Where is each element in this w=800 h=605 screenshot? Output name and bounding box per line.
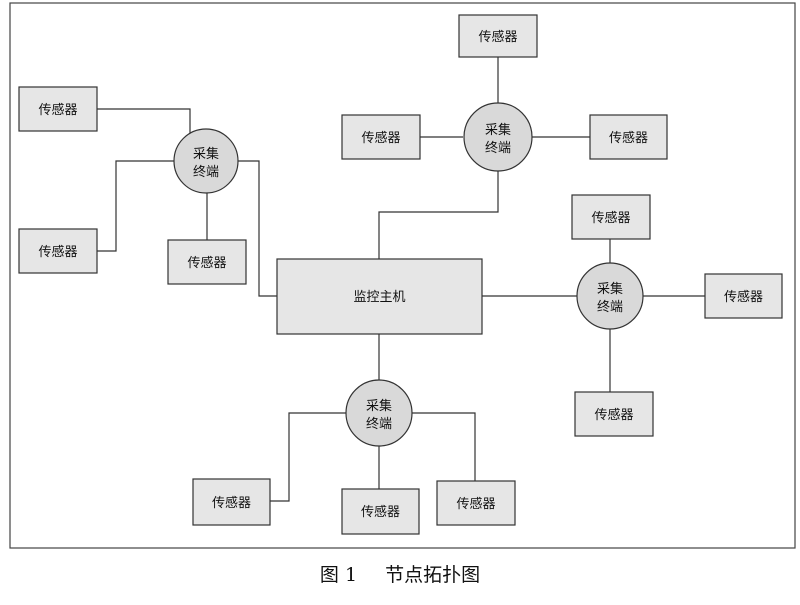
figure-number: 图 1 <box>319 564 358 586</box>
connector <box>411 412 476 481</box>
collection-terminal-left: 采集 终端 <box>173 128 239 194</box>
collection-terminal-top-right: 采集 终端 <box>463 102 533 172</box>
terminal-label: 终端 <box>597 299 623 315</box>
figure-caption: 图 1 节点拓扑图 <box>0 560 800 587</box>
collection-terminal-right: 采集 终端 <box>576 262 644 330</box>
sensor-node: 传感器 <box>341 114 421 160</box>
terminal-label: 采集 <box>597 281 623 297</box>
collection-terminal-bottom: 采集 终端 <box>345 379 413 447</box>
sensor-node: 传感器 <box>436 480 516 526</box>
terminal-label: 终端 <box>193 164 219 180</box>
monitor-host-node: 监控主机 <box>276 258 483 335</box>
connector <box>233 160 277 297</box>
sensor-label: 传感器 <box>591 210 630 226</box>
sensor-label: 传感器 <box>594 407 633 423</box>
sensor-label: 传感器 <box>478 29 517 45</box>
connector <box>97 108 191 140</box>
terminal-label: 采集 <box>193 146 219 162</box>
sensor-label: 传感器 <box>456 496 495 512</box>
sensor-label: 传感器 <box>361 504 400 520</box>
connector <box>97 160 179 252</box>
sensor-node: 传感器 <box>167 239 247 285</box>
sensor-node: 传感器 <box>704 273 783 319</box>
sensor-node: 传感器 <box>574 391 654 437</box>
sensor-node: 传感器 <box>18 86 98 132</box>
connector <box>378 170 499 259</box>
terminal-label: 终端 <box>366 416 392 432</box>
sensor-node: 传感器 <box>571 194 651 240</box>
figure-title: 节点拓扑图 <box>385 564 481 586</box>
terminal-label: 采集 <box>366 398 392 414</box>
connectors <box>97 57 705 502</box>
sensor-label: 传感器 <box>38 244 77 260</box>
connector <box>270 412 347 502</box>
sensor-label: 传感器 <box>212 495 251 511</box>
sensor-node: 传感器 <box>458 14 538 58</box>
sensor-node: 传感器 <box>341 488 420 535</box>
sensor-node: 传感器 <box>192 478 271 526</box>
sensor-node: 传感器 <box>18 228 98 274</box>
sensor-label: 传感器 <box>38 102 77 118</box>
sensor-node: 传感器 <box>589 114 668 160</box>
sensor-label: 传感器 <box>187 255 226 271</box>
sensor-label: 传感器 <box>724 289 763 305</box>
sensor-label: 传感器 <box>361 130 400 146</box>
terminal-label: 采集 <box>485 122 511 138</box>
terminal-label: 终端 <box>485 140 511 156</box>
monitor-host-label: 监控主机 <box>353 290 405 305</box>
sensor-label: 传感器 <box>609 130 648 146</box>
